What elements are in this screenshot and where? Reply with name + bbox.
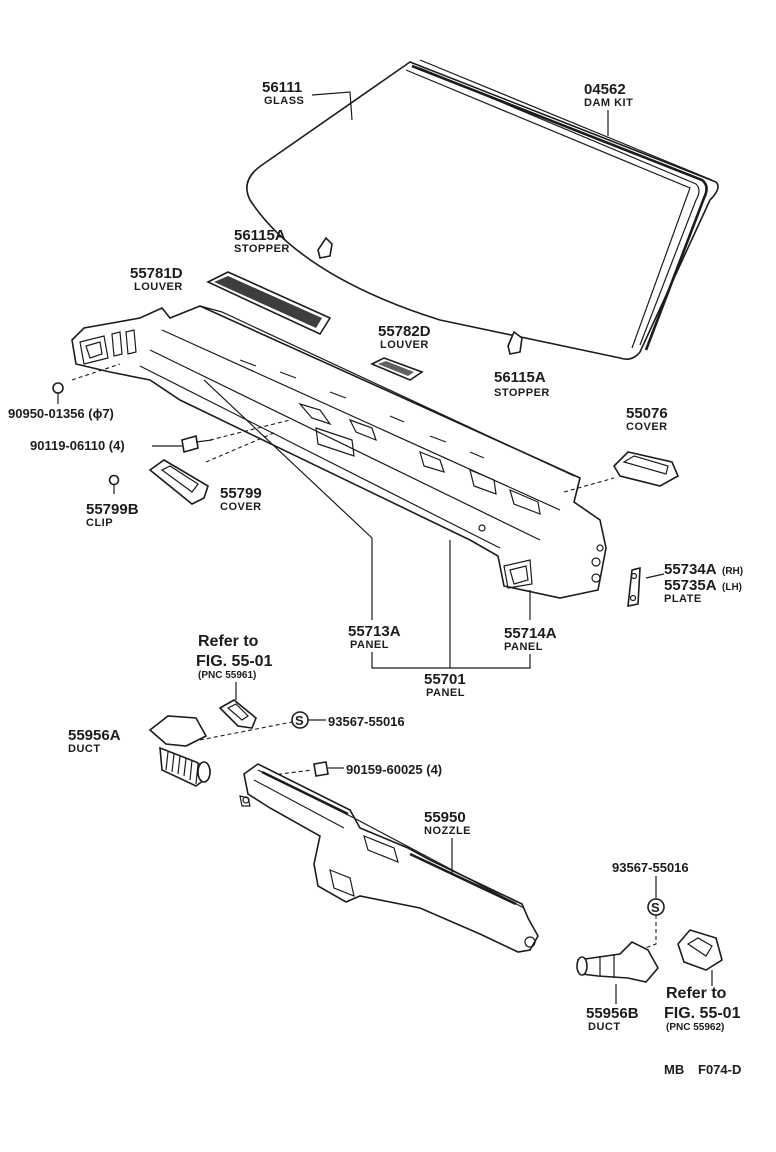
bolt-a-label: 90950-01356 (ϕ7)	[8, 406, 114, 421]
clip-part-name: CLIP	[86, 517, 113, 529]
glass-part-number: 56111	[262, 79, 302, 96]
figure-code-2: F074-D	[698, 1062, 741, 1077]
stopper-lower-label: 56115A STOPPER	[494, 369, 550, 399]
ref-right-bracket-drawing	[677, 929, 723, 986]
plate-rh-part-number: 55734A	[664, 561, 717, 578]
stopper-upper-drawing	[317, 236, 333, 259]
seal-right-label: 93567-55016	[612, 860, 689, 898]
cover-right-part-name: COVER	[626, 421, 668, 433]
plate-part-name: PLATE	[664, 593, 702, 605]
ref-right-line1: Refer to	[666, 985, 727, 1002]
stopper-upper-part-name: STOPPER	[234, 243, 290, 255]
seal-right-drawing: S	[647, 898, 665, 916]
stopper-lower-part-number: 56115A	[494, 369, 546, 386]
louver-center-part-name: LOUVER	[380, 339, 429, 351]
duct-right-label: 55956B DUCT	[586, 984, 639, 1033]
panel-lh-part-name: PANEL	[504, 641, 543, 653]
louver-left-drawing	[206, 271, 332, 336]
dam-kit-part-number: 04562	[584, 81, 626, 98]
duct-left-drawing	[148, 715, 212, 787]
cover-left-drawing	[148, 459, 209, 505]
cover-left-part-number: 55799	[220, 485, 262, 502]
ref-right-line2: FIG. 55-01	[664, 1005, 741, 1022]
glass-part-name: GLASS	[264, 95, 304, 107]
bolt-b-part-number: 90119-06110 (4)	[30, 438, 125, 453]
ref-right-line3: (PNC 55962)	[666, 1022, 724, 1033]
louver-center-part-number: 55782D	[378, 323, 431, 340]
screw-drawing	[313, 761, 344, 777]
ref-left-label: Refer to FIG. 55-01 (PNC 55961)	[196, 633, 273, 700]
stopper-upper-part-number: 56115A	[234, 227, 286, 244]
bolt-a-part-number: 90950-01356 (ϕ7)	[8, 406, 114, 421]
panel-lh-label: 55714A PANEL	[504, 625, 557, 653]
louver-center-drawing	[370, 357, 424, 381]
ref-right-label: Refer to FIG. 55-01 (PNC 55962)	[664, 985, 741, 1033]
seal-left-drawing: S	[291, 711, 326, 729]
seal-left-label: 93567-55016	[328, 714, 405, 729]
louver-left-part-name: LOUVER	[134, 281, 183, 293]
panel-main-part-number: 55701	[424, 671, 466, 688]
bolt-b-drawing	[181, 434, 213, 454]
plate-label: 55734A (RH) 55735A (LH) PLATE	[664, 561, 743, 605]
bolt-a-drawing	[52, 382, 64, 404]
duct-left-part-number: 55956A	[68, 727, 121, 744]
clip-part-number: 55799B	[86, 501, 139, 518]
dam-kit-drawing	[405, 64, 708, 351]
plate-drawing	[627, 566, 665, 607]
glass-drawing	[246, 59, 719, 360]
ref-left-bracket-drawing	[218, 699, 257, 729]
ref-left-line3: (PNC 55961)	[198, 670, 256, 681]
panel-rh-label: 55713A PANEL	[348, 623, 401, 651]
panel-lh-part-number: 55714A	[504, 625, 557, 642]
panel-rh-part-number: 55713A	[348, 623, 401, 640]
cover-right-drawing	[612, 451, 680, 487]
screw-label: 90159-60025 (4)	[346, 762, 442, 777]
duct-left-label: 55956A DUCT	[68, 727, 121, 755]
nozzle-label: 55950 NOZZLE	[424, 809, 471, 874]
seal-right-symbol: S	[651, 900, 660, 915]
cover-left-label: 55799 COVER	[220, 485, 262, 513]
stopper-lower-drawing	[507, 330, 523, 355]
duct-right-part-number: 55956B	[586, 1005, 639, 1022]
stopper-lower-part-name: STOPPER	[494, 387, 550, 399]
glass-label: 56111 GLASS	[262, 79, 353, 121]
louver-left-part-number: 55781D	[130, 265, 183, 282]
clip-label: 55799B CLIP	[86, 501, 139, 529]
plate-lh-tag: (LH)	[722, 582, 742, 593]
seal-left-symbol: S	[295, 713, 304, 728]
plate-lh-part-number: 55735A	[664, 577, 717, 594]
duct-right-drawing	[576, 941, 659, 983]
duct-right-part-name: DUCT	[588, 1021, 621, 1033]
figure-code: MB F074-D	[664, 1062, 741, 1077]
louver-center-label: 55782D LOUVER	[378, 323, 431, 351]
louver-left-label: 55781D LOUVER	[130, 265, 183, 293]
dam-kit-part-name: DAM KIT	[584, 97, 633, 109]
duct-left-part-name: DUCT	[68, 743, 101, 755]
cover-right-part-number: 55076	[626, 405, 668, 422]
figure-code-1: MB	[664, 1062, 684, 1077]
plate-rh-tag: (RH)	[722, 566, 743, 577]
cowl-panel-drawing	[71, 305, 607, 599]
ref-left-line2: FIG. 55-01	[196, 653, 273, 670]
screw-part-number: 90159-60025 (4)	[346, 762, 442, 777]
nozzle-drawing	[239, 763, 539, 953]
ref-left-line1: Refer to	[198, 633, 259, 650]
clip-drawing	[108, 474, 120, 494]
stopper-upper-label: 56115A STOPPER	[234, 227, 290, 255]
dam-kit-label: 04562 DAM KIT	[584, 81, 633, 136]
panel-rh-part-name: PANEL	[350, 639, 389, 651]
panel-main-label: 55701 PANEL	[424, 671, 466, 699]
cover-right-label: 55076 COVER	[626, 405, 668, 433]
seal-right-part-number: 93567-55016	[612, 860, 689, 875]
nozzle-part-number: 55950	[424, 809, 466, 826]
nozzle-part-name: NOZZLE	[424, 825, 471, 837]
seal-left-part-number: 93567-55016	[328, 714, 405, 729]
panel-main-part-name: PANEL	[426, 687, 465, 699]
cover-left-part-name: COVER	[220, 501, 262, 513]
bolt-b-label: 90119-06110 (4)	[30, 438, 182, 453]
